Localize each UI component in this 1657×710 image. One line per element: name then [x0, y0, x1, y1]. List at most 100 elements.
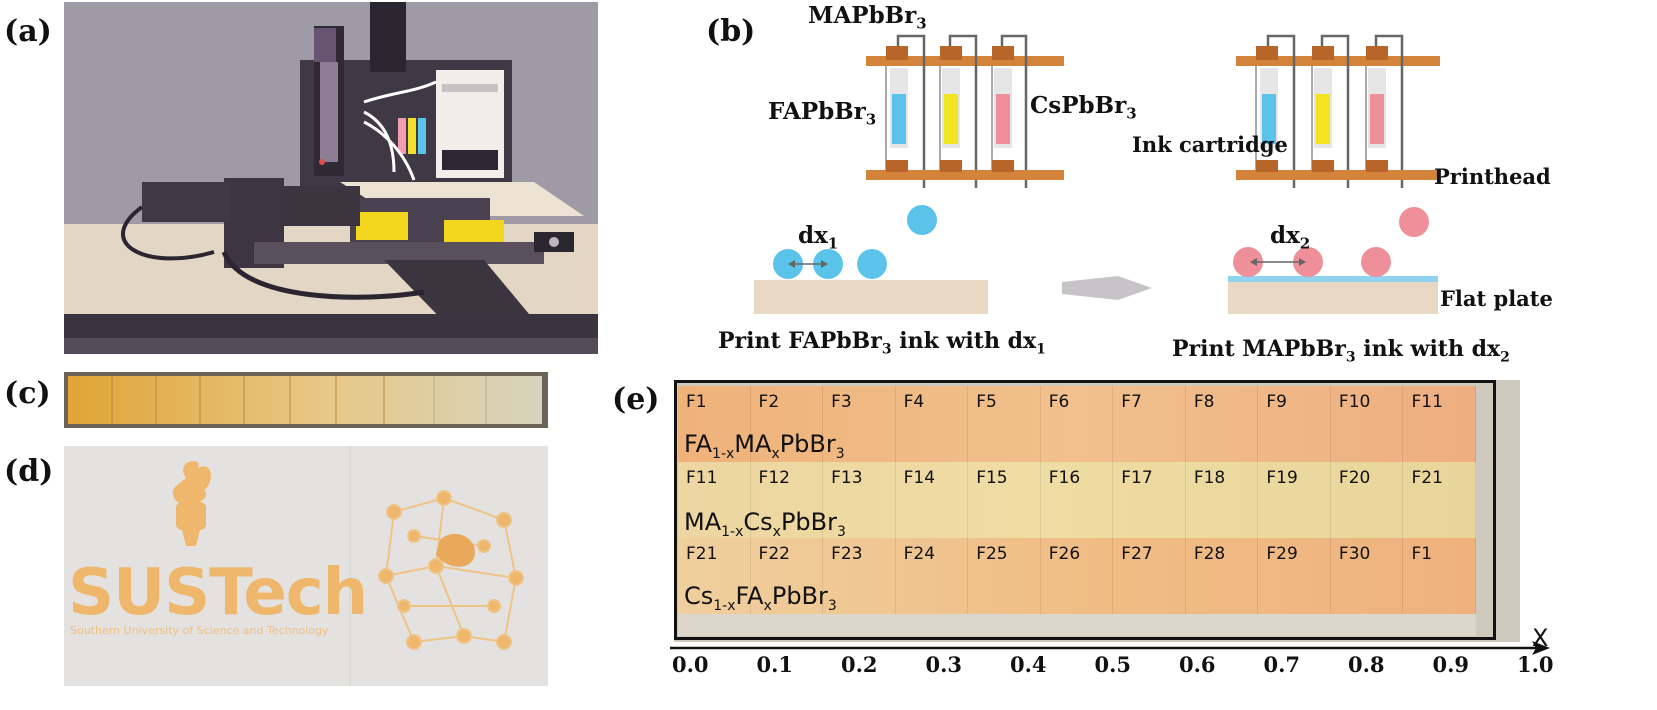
x-tick-label: 0.8	[1348, 652, 1385, 677]
x-tick-label: 0.2	[841, 652, 878, 677]
film-tile: F30	[1331, 538, 1404, 614]
film-tile-label: F24	[903, 544, 936, 564]
film-tile-label: F7	[1121, 392, 1142, 412]
plate-left	[754, 280, 988, 314]
film-tile-label: F6	[1048, 392, 1070, 412]
film-tile-label: F22	[758, 544, 790, 564]
x-tick-label: 0.6	[1179, 652, 1216, 677]
film-tile: F25	[968, 538, 1041, 614]
film-row-1: F1 F2 F3 F4 F5 F6 F7 F8 F9 F10 F11	[678, 386, 1477, 462]
x-tick-label: 0.9	[1432, 652, 1470, 677]
x-axis-label: X	[1532, 624, 1549, 652]
x-tick-label: 0.5	[1094, 652, 1132, 677]
row1-composition-label: FA1-xMAxPbBr3	[684, 430, 845, 462]
film-tile-label: F1	[686, 392, 707, 412]
film-tile: F19	[1258, 462, 1331, 538]
film-tile: F6	[1041, 386, 1114, 462]
film-tile-label: F26	[1048, 544, 1081, 564]
film-tile: F23	[823, 538, 896, 614]
film-tile: F28	[1186, 538, 1259, 614]
film-tile: F14	[896, 462, 969, 538]
film-tile: F1	[678, 386, 751, 462]
film-tile-label: F27	[1121, 544, 1153, 564]
film-tile-label: F20	[1338, 468, 1371, 488]
film-tile-label: F8	[1193, 392, 1215, 412]
film-tile: F8	[1186, 386, 1259, 462]
dx2-label: dx2	[1270, 222, 1311, 253]
process-arrow	[1062, 276, 1152, 300]
logo-print-photo: SUSTech Southern University of Science a…	[64, 446, 548, 686]
panel-label-d: (d)	[4, 454, 54, 489]
film-array-frame	[674, 380, 1496, 640]
film-tile: F7	[1113, 386, 1186, 462]
printhead-top-left	[866, 56, 1064, 66]
film-tile-label: F21	[1411, 468, 1443, 488]
film-tile-label: F3	[831, 392, 852, 412]
printhead-top-right	[1236, 56, 1440, 66]
film-tile: F9	[1258, 386, 1331, 462]
printhead-bottom-left	[866, 170, 1064, 180]
film-tile-label: F14	[903, 468, 936, 488]
ink-label-left: FAPbBr3	[768, 98, 877, 129]
film-tile-label: F23	[831, 544, 863, 564]
film-tile-label: F16	[1048, 468, 1081, 488]
panel-label-b: (b)	[706, 14, 756, 49]
x-axis-arrow-icon	[1532, 641, 1550, 655]
printing-schematic	[754, 34, 1440, 314]
x-axis	[670, 641, 1550, 655]
printer-illustration	[64, 2, 598, 354]
film-tile: F10	[1331, 386, 1404, 462]
film-tile: F20	[1331, 462, 1404, 538]
film-tile: F27	[1113, 538, 1186, 614]
film-tile-label: F29	[1266, 544, 1298, 564]
film-tile: F15	[968, 462, 1041, 538]
film-tile: F2	[751, 386, 824, 462]
film-tile-label: F17	[1121, 468, 1153, 488]
film-tile-label: F15	[976, 468, 1008, 488]
film-tile-label: F11	[686, 468, 718, 488]
ink-label-right: CsPbBr3	[1030, 92, 1137, 123]
film-tile-label: F21	[686, 544, 718, 564]
film-tile-label: F4	[903, 392, 925, 412]
film-tile: F22	[751, 538, 824, 614]
film-tile-label: F25	[976, 544, 1008, 564]
x-tick-label: 0.4	[1010, 652, 1047, 677]
film-tile-label: F5	[976, 392, 997, 412]
flat-plate-label: Flat plate	[1440, 286, 1553, 311]
film-strip-photo	[64, 372, 548, 428]
droplet-pink	[1399, 207, 1429, 237]
cartridge-yellow	[944, 94, 958, 144]
film-tile-label: F30	[1338, 544, 1371, 564]
caption-left: Print FAPbBr3 ink with dx1	[718, 328, 1046, 358]
film-tile-label: F19	[1266, 468, 1298, 488]
film-tile: F18	[1186, 462, 1259, 538]
film-tile-label: F13	[831, 468, 863, 488]
sustech-logo-text: SUSTech	[68, 556, 368, 630]
film-tile: F21	[1403, 462, 1477, 538]
film-tile-label: F9	[1266, 392, 1287, 412]
film-tile: F11	[1403, 386, 1477, 462]
printhead-label: Printhead	[1434, 164, 1551, 189]
dx1-label: dx1	[798, 222, 839, 253]
film-tile: F4	[896, 386, 969, 462]
film-tile: F17	[1113, 462, 1186, 538]
panel-label-a: (a)	[4, 14, 52, 49]
sustech-emblem-icon	[172, 446, 524, 686]
printhead-bottom-right	[1236, 170, 1440, 180]
plate-right	[1228, 282, 1438, 314]
x-tick-label: 0.1	[756, 652, 794, 677]
droplet-pink	[1233, 247, 1263, 277]
film-tile-label: F18	[1193, 468, 1226, 488]
cartridge-pink	[996, 94, 1010, 144]
panel-label-c: (c)	[4, 376, 51, 411]
cartridge-blue	[892, 94, 906, 144]
droplet-blue	[907, 205, 937, 235]
film-tile: F24	[896, 538, 969, 614]
droplet-pink	[1293, 247, 1323, 277]
film-tile: F29	[1258, 538, 1331, 614]
film-tile: F16	[1041, 462, 1114, 538]
film-tile-label: F11	[1411, 392, 1443, 412]
film-tile-label: F12	[758, 468, 790, 488]
ink-label-top: MAPbBr3	[808, 2, 927, 33]
row2-composition-label: MA1-xCsxPbBr3	[684, 508, 846, 540]
